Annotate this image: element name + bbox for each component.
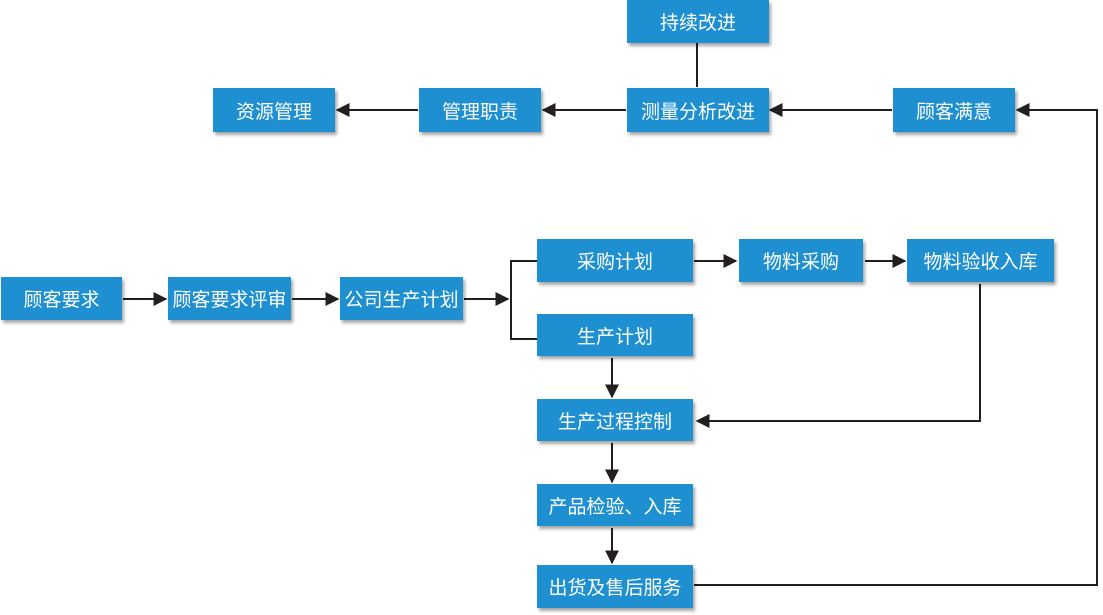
node-requirement-review: 顾客要求评审 [168,277,291,320]
node-customer-requirement: 顾客要求 [1,277,122,320]
arrow-delivery-to-satisfaction [694,103,1098,586]
node-resource-management: 资源管理 [213,88,335,132]
node-product-inspection: 产品检验、入库 [537,484,693,526]
node-company-production-plan: 公司生产计划 [340,277,463,320]
node-delivery-after-sales: 出货及售后服务 [537,565,693,608]
node-customer-satisfaction: 顾客满意 [893,88,1015,132]
node-measure-analyze-improve: 测量分析改进 [627,88,769,132]
node-material-inspection: 物料验收入库 [907,239,1054,282]
branch-bracket [510,260,537,340]
node-production-plan: 生产计划 [537,314,693,356]
node-process-control: 生产过程控制 [537,399,693,441]
node-management-responsibility: 管理职责 [419,88,541,132]
node-continuous-improvement: 持续改进 [627,0,769,43]
arrow-inspect-to-process [695,284,981,428]
node-purchase-plan: 采购计划 [537,239,693,282]
node-material-purchase: 物料采购 [739,239,863,282]
